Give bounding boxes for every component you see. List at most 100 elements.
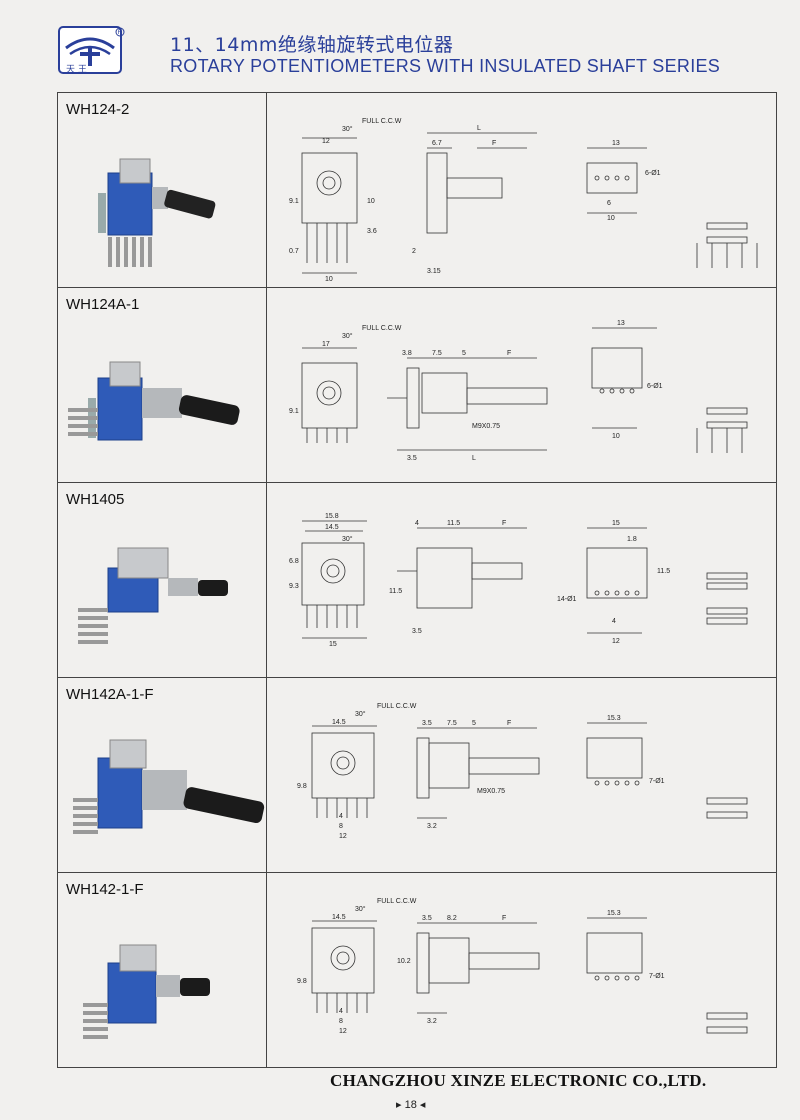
dim-label: 13 bbox=[612, 140, 620, 147]
dim-label: 2 bbox=[412, 248, 416, 255]
dim-label: 10 bbox=[367, 198, 375, 205]
dim-label: 12 bbox=[339, 833, 347, 840]
dim-label: 15 bbox=[329, 641, 337, 648]
product-row: WH124A-1 bbox=[58, 288, 776, 483]
dim-label: 11.5 bbox=[447, 520, 460, 527]
dim-label: 5 bbox=[472, 720, 476, 727]
dim-label: 7.5 bbox=[432, 350, 442, 357]
dim-label: 15.8 bbox=[325, 513, 339, 520]
dim-label: M9X0.75 bbox=[477, 788, 505, 795]
dim-label: 11.5 bbox=[389, 588, 402, 595]
dim-label: 9.8 bbox=[297, 783, 307, 790]
dim-label: 10.2 bbox=[397, 958, 411, 965]
product-photo bbox=[78, 547, 228, 644]
spec-sheet: WH124-2 bbox=[57, 92, 777, 1068]
dim-label: 4 bbox=[612, 618, 616, 625]
dim-label: 15.3 bbox=[607, 715, 621, 722]
dim-label: 14.5 bbox=[325, 524, 339, 531]
company-name: CHANGZHOU XINZE ELECTRONIC CO.,LTD. bbox=[330, 1071, 707, 1090]
dim-label: F bbox=[507, 350, 511, 357]
product-photo bbox=[73, 739, 265, 834]
dim-label: 7.5 bbox=[447, 720, 457, 727]
dim-label: 4 bbox=[339, 813, 343, 820]
dim-label: 15.3 bbox=[607, 910, 621, 917]
dim-label: 1.8 bbox=[627, 536, 637, 543]
technical-drawing: 30° FULL C.C.W 14.5 3.5 8.2 F 10.2 3.2 9… bbox=[297, 898, 748, 1035]
dim-label: 30° bbox=[342, 125, 353, 133]
dim-label: 3.15 bbox=[427, 268, 441, 275]
technical-drawing: 30° FULL C.C.W 14.5 3.5 7.5 5 F M9X0.75 … bbox=[297, 703, 748, 840]
dim-label: F bbox=[507, 720, 511, 727]
dim-label: 13 bbox=[617, 320, 625, 327]
dim-label: 30° bbox=[342, 332, 353, 340]
dim-label: 9.1 bbox=[289, 198, 299, 205]
dim-label: FULL C.C.W bbox=[362, 118, 402, 125]
dim-label: 9.3 bbox=[289, 583, 299, 590]
page-title-en: ROTARY POTENTIOMETERS WITH INSULATED SHA… bbox=[170, 56, 721, 76]
dim-label: 3.5 bbox=[412, 628, 422, 635]
dim-label: 10 bbox=[612, 433, 620, 440]
dim-label: 3.2 bbox=[427, 823, 437, 830]
product-photo bbox=[68, 361, 240, 441]
dim-label: 8 bbox=[339, 823, 343, 830]
drawing-cell: 30° FULL C.C.W 14.5 3.5 7.5 5 F M9X0.75 … bbox=[267, 678, 776, 872]
page-title-cn: 11、14mm绝缘轴旋转式电位器 bbox=[170, 34, 454, 56]
dim-label: 0.7 bbox=[289, 248, 299, 255]
dim-label: 3.5 bbox=[422, 720, 432, 727]
dim-label: 6.8 bbox=[289, 558, 299, 565]
dim-label: 3.8 bbox=[402, 350, 412, 357]
dim-label: 8.2 bbox=[447, 915, 457, 922]
technical-drawing: 15.8 14.5 30° 4 11.5 F 6.8 9.3 11.5 3.5 … bbox=[289, 513, 748, 648]
drawing-cell: 30° FULL C.C.W 17 3.8 7.5 5 F M9X0.75 3.… bbox=[267, 288, 776, 482]
dim-label: 8 bbox=[339, 1018, 343, 1025]
drawing-cell: 30° FULL C.C.W 14.5 3.5 8.2 F 10.2 3.2 9… bbox=[267, 873, 776, 1068]
dim-label: 12 bbox=[339, 1028, 347, 1035]
dim-label: 30° bbox=[342, 535, 353, 543]
product-photo bbox=[83, 944, 210, 1039]
product-row: WH142A-1-F bbox=[58, 678, 776, 873]
dim-label: 14-Ø1 bbox=[557, 596, 577, 603]
dim-label: F bbox=[492, 140, 496, 147]
dim-label: 14.5 bbox=[332, 719, 346, 726]
dim-label: 3.2 bbox=[427, 1018, 437, 1025]
dim-label: 6-Ø1 bbox=[645, 170, 661, 177]
dim-label: 11.5 bbox=[657, 568, 670, 575]
product-photo bbox=[98, 158, 216, 267]
dim-label: FULL C.C.W bbox=[362, 325, 402, 332]
dim-label: F bbox=[502, 915, 506, 922]
dim-label: 17 bbox=[322, 341, 330, 348]
photo-cell: WH142A-1-F bbox=[58, 678, 267, 872]
dim-label: 9.8 bbox=[297, 978, 307, 985]
dim-label: 12 bbox=[612, 638, 620, 645]
dim-label: FULL C.C.W bbox=[377, 898, 417, 905]
company-logo: R 天 王 bbox=[58, 26, 126, 76]
dim-label: 6-Ø1 bbox=[647, 383, 663, 390]
drawing-cell: 15.8 14.5 30° 4 11.5 F 6.8 9.3 11.5 3.5 … bbox=[267, 483, 776, 677]
photo-cell: WH142-1-F bbox=[58, 873, 267, 1068]
dim-label: L bbox=[472, 455, 476, 462]
dim-label: FULL C.C.W bbox=[377, 703, 417, 710]
dim-label: 6 bbox=[607, 200, 611, 207]
dim-label: 4 bbox=[415, 520, 419, 527]
dim-label: 10 bbox=[607, 215, 615, 222]
product-row: WH124-2 bbox=[58, 93, 776, 288]
dim-label: L bbox=[477, 125, 481, 132]
dim-label: 3.5 bbox=[407, 455, 417, 462]
dim-label: 3.5 bbox=[422, 915, 432, 922]
drawing-cell: 30° FULL C.C.W 12 6.7 L F 9.1 10 3.6 0.7… bbox=[267, 93, 776, 287]
photo-cell: WH124-2 bbox=[58, 93, 267, 287]
dim-label: 6.7 bbox=[432, 140, 442, 147]
dim-label: 4 bbox=[339, 1008, 343, 1015]
technical-drawing: 30° FULL C.C.W 12 6.7 L F 9.1 10 3.6 0.7… bbox=[289, 118, 758, 283]
dim-label: 7-Ø1 bbox=[649, 973, 665, 980]
photo-cell: WH1405 bbox=[58, 483, 267, 677]
logo-lettering: 天 王 bbox=[66, 65, 87, 75]
page-number: ▸ 18 ◂ bbox=[396, 1099, 426, 1111]
model-label: WH142-1-F bbox=[66, 881, 144, 898]
photo-cell: WH124A-1 bbox=[58, 288, 267, 482]
technical-drawing: 30° FULL C.C.W 17 3.8 7.5 5 F M9X0.75 3.… bbox=[289, 320, 748, 462]
dim-label: 14.5 bbox=[332, 914, 346, 921]
product-row: WH1405 bbox=[58, 483, 776, 678]
dim-label: 30° bbox=[355, 710, 366, 718]
model-label: WH124-2 bbox=[66, 101, 130, 118]
